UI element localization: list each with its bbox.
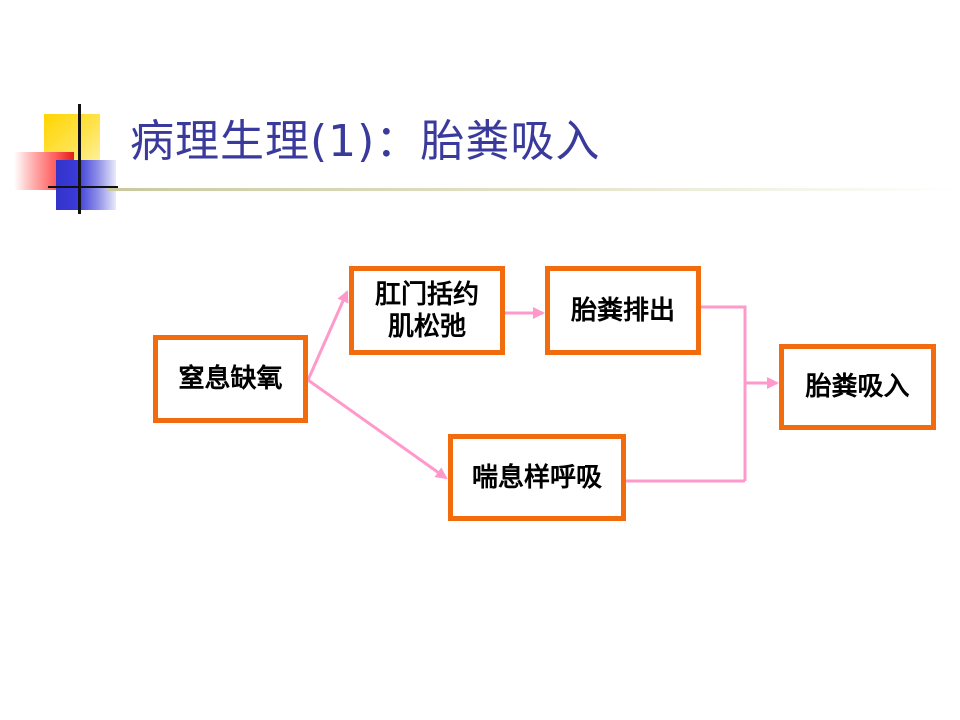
node-meconium-discharge: 胎粪排出 [545,266,701,355]
edge-asphyxia-to-gasping [307,378,448,480]
node-discharge-label: 胎粪排出 [570,295,675,326]
edge-discharge-to-merge [701,305,747,481]
title-underline [108,188,960,191]
title-ornament-blue-square [56,160,116,210]
node-asphyxia: 窒息缺氧 [153,335,308,423]
node-gasping-breathing: 喘息样呼吸 [448,434,626,521]
node-sphincter-label-line2: 肌松弛 [387,311,466,342]
node-sphincter-relaxation: 肛门括约 肌松弛 [349,266,505,355]
title-ornament-horizontal-line [48,186,118,188]
title-ornament-vertical-line [78,104,81,214]
node-asphyxia-label: 窒息缺氧 [178,364,283,394]
edge-asphyxia-to-sphincter [306,290,349,381]
page-title: 病理生理(1)：胎粪吸入 [130,116,601,167]
node-sphincter-label-line1: 肛门括约 [374,279,479,310]
node-meconium-aspiration: 胎粪吸入 [779,344,936,430]
node-gasping-label: 喘息样呼吸 [471,462,602,493]
node-aspiration-label: 胎粪吸入 [805,372,910,402]
